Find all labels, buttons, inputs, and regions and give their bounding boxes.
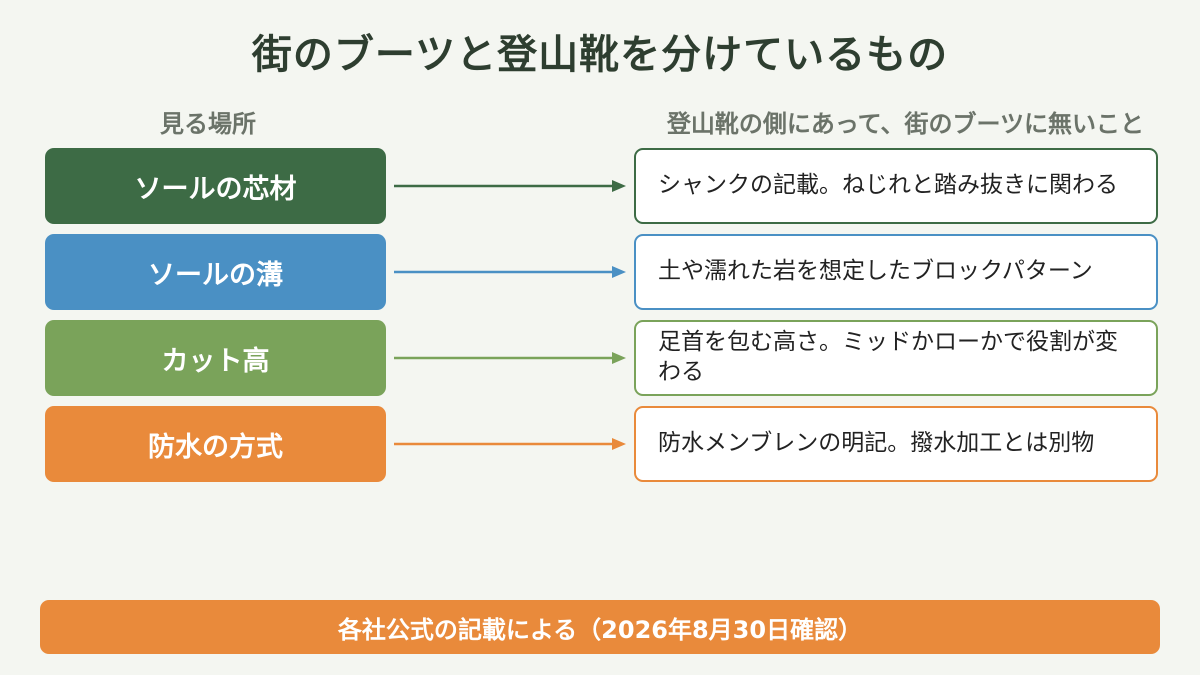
row-sole-tread: ソールの溝 土や濡れた岩を想定したブロックパターン [0, 234, 1200, 310]
row-label: 防水の方式 [45, 406, 386, 482]
row-label: ソールの溝 [45, 234, 386, 310]
page-title: 街のブーツと登山靴を分けているもの [251, 32, 949, 78]
source-note: 各社公式の記載による（2026年8月30日確認） [40, 600, 1160, 654]
arrow-connector [394, 180, 626, 192]
arrow-icon [394, 266, 626, 278]
arrow-connector [394, 266, 626, 278]
row-description: 足首を包む高さ。ミッドかローかで役割が変わる [634, 320, 1158, 396]
row-cut-height: カット高 足首を包む高さ。ミッドかローかで役割が変わる [0, 320, 1200, 396]
arrow-connector [394, 438, 626, 450]
column-header-left: 見る場所 [160, 110, 256, 138]
row-label: ソールの芯材 [45, 148, 386, 224]
row-waterproofing: 防水の方式 防水メンブレンの明記。撥水加工とは別物 [0, 406, 1200, 482]
arrow-icon [394, 352, 626, 364]
row-description: 防水メンブレンの明記。撥水加工とは別物 [634, 406, 1158, 482]
column-header-right: 登山靴の側にあって、街のブーツに無いこと [666, 110, 1144, 138]
row-description: シャンクの記載。ねじれと踏み抜きに関わる [634, 148, 1158, 224]
row-description: 土や濡れた岩を想定したブロックパターン [634, 234, 1158, 310]
row-sole-core: ソールの芯材 シャンクの記載。ねじれと踏み抜きに関わる [0, 148, 1200, 224]
arrow-icon [394, 438, 626, 450]
arrow-connector [394, 352, 626, 364]
arrow-icon [394, 180, 626, 192]
row-label: カット高 [45, 320, 386, 396]
